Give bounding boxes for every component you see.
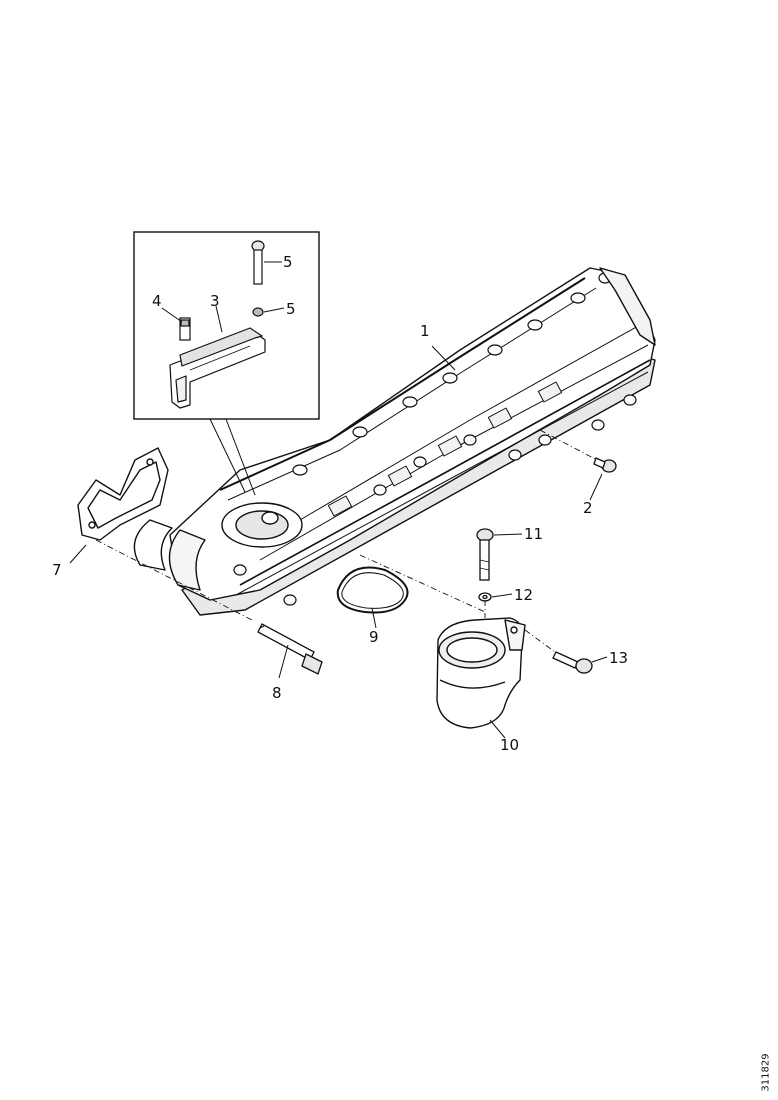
washer-12	[478, 592, 492, 602]
bolt-11	[476, 528, 494, 581]
callout-9: 9	[369, 628, 379, 646]
callout-11: 11	[524, 525, 543, 543]
callout-1: 1	[420, 322, 430, 340]
callout-8: 8	[272, 684, 282, 702]
callout-12: 12	[514, 586, 533, 604]
assembly-lines	[95, 300, 598, 653]
callout-4: 4	[152, 292, 162, 310]
callout-5-washer: 5	[286, 300, 296, 318]
intake-manifold	[133, 267, 656, 616]
callout-5-bolt: 5	[283, 253, 293, 271]
bolt-8	[257, 623, 323, 675]
flange-gasket	[77, 447, 169, 541]
bolt-5	[251, 240, 265, 285]
callout-7: 7	[52, 561, 62, 579]
callout-13: 13	[609, 649, 628, 667]
detail-inset	[133, 231, 320, 496]
o-ring-seal	[336, 566, 409, 614]
elbow-housing	[436, 617, 526, 729]
callout-3: 3	[210, 292, 220, 310]
figure-id-text: 311829	[760, 1052, 772, 1092]
bolt-2	[593, 457, 617, 473]
bracket-3	[169, 327, 266, 409]
callout-10: 10	[500, 736, 519, 754]
bolt-13	[552, 651, 593, 674]
washer-5	[252, 307, 264, 317]
figure-id: 311829	[753, 1050, 778, 1094]
callout-2: 2	[583, 499, 593, 517]
callout-leaders	[69, 261, 608, 739]
callout-labels: 1 2 3 4 5 5 7 8 9 10 11 12 13	[52, 253, 628, 754]
clip-4	[179, 317, 191, 341]
